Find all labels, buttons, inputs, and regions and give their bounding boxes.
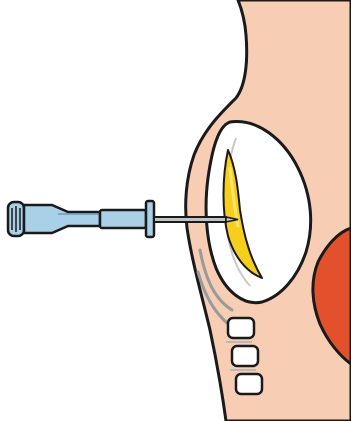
syringe-flange	[146, 201, 154, 237]
syringe-barrel	[24, 205, 100, 233]
needle-shaft	[154, 217, 226, 222]
bone-2	[232, 346, 258, 366]
needle-icon	[154, 217, 238, 222]
bone-3	[236, 374, 262, 394]
bone-1	[228, 318, 254, 338]
syringe-icon	[8, 201, 154, 237]
syringe-hub	[100, 210, 146, 228]
